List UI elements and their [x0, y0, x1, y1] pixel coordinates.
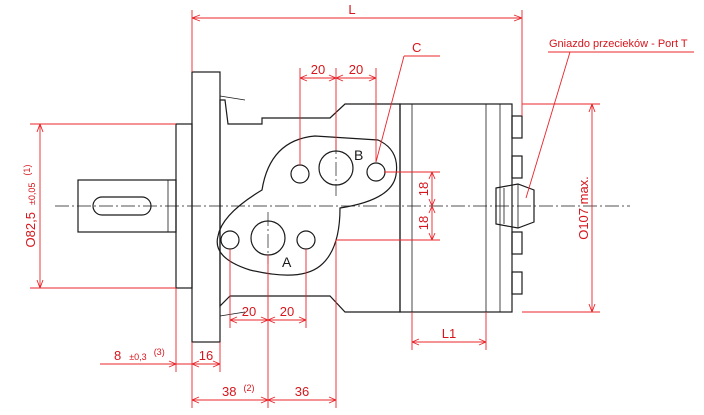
dim-bot20-a-label: 20: [242, 304, 256, 319]
dim-38-note: (2): [243, 383, 254, 393]
port-block: [219, 99, 401, 313]
dim-8-text: 8 ±0,3 (3): [114, 347, 165, 364]
dim-36-label: 36: [295, 384, 309, 399]
dim-top20-a-label: 20: [311, 62, 325, 77]
dim-8-label: 8: [114, 348, 121, 363]
port-a-small-hole-right: [296, 230, 316, 250]
dim-38-36-arrows: [191, 396, 337, 404]
port-a-small-hole-left: [220, 230, 240, 250]
callout-c-label: C: [412, 40, 421, 55]
dim-o82-arrows: [36, 123, 44, 289]
dim-16-label: 16: [199, 348, 213, 363]
dim-o107-arrows: [588, 103, 596, 313]
bolt-2: [511, 155, 523, 179]
dim-8-16-arrows: [168, 360, 221, 368]
dim-top20-arrows: [299, 74, 377, 82]
bolt-1: [511, 115, 523, 139]
dim-38-text: 38 (2): [222, 383, 254, 400]
dimensions: L 20 20 C Gniazdo przecieków - Port T O1…: [22, 2, 694, 408]
dim-18-a-label: 18: [416, 182, 431, 196]
port-t-leader: [525, 51, 571, 199]
callout-c-leader: [375, 55, 405, 163]
dim-o107-label: O107 max.: [576, 176, 591, 240]
dim-8-note: (3): [154, 347, 165, 357]
dim-l-label: L: [348, 2, 355, 17]
bolt-3: [511, 231, 523, 255]
port-a-label: A: [282, 254, 292, 270]
dim-o82-label: O82,5: [23, 212, 38, 247]
dim-bot20-b-label: 20: [280, 304, 294, 319]
flange-fillet-top: [219, 95, 246, 101]
dim-bot20-arrows: [229, 316, 307, 324]
dim-18-arrows: [428, 171, 436, 241]
port-b-label: B: [354, 147, 363, 163]
port-t-label: Gniazdo przecieków - Port T: [549, 38, 688, 50]
dim-38-label: 38: [222, 384, 236, 399]
dim-18-b-label: 18: [416, 216, 431, 230]
mounting-flange: [191, 71, 221, 343]
dim-o82-text: O82,5 ±0,05 (1): [22, 165, 39, 248]
bolt-4: [511, 271, 523, 295]
port-b-small-hole-left: [290, 164, 310, 184]
dim-l1-arrows: [411, 338, 487, 346]
dim-l1-label: L1: [442, 326, 456, 341]
main-housing: [399, 103, 513, 313]
flange-fillet-bottom: [219, 311, 246, 317]
dim-o82-tol: ±0,05: [27, 183, 37, 205]
dim-top20-b-label: 20: [349, 62, 363, 77]
dim-l-arrows: [191, 14, 523, 22]
port-b-small-hole-right: [366, 162, 386, 182]
dim-o82-note: (1): [22, 165, 32, 176]
port-plate: [216, 135, 398, 276]
dim-8-tol: ±0,3: [129, 352, 146, 362]
